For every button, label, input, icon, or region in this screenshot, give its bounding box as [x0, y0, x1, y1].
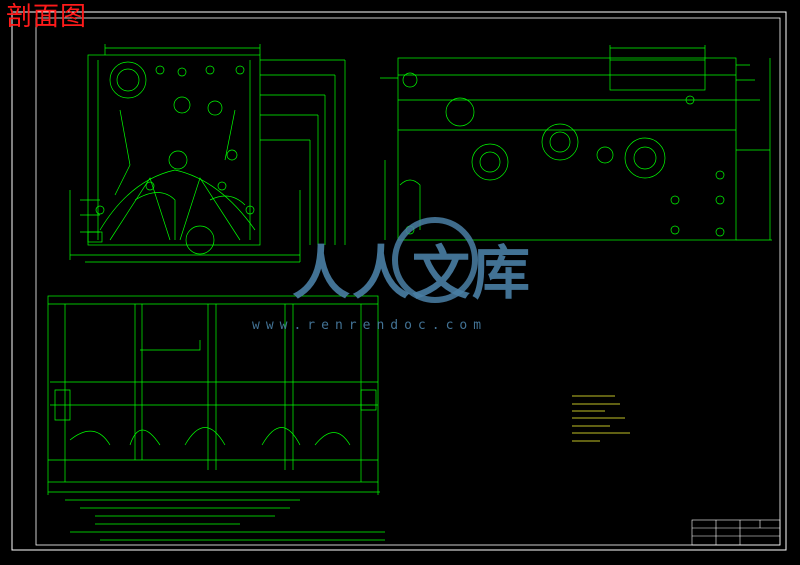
watermark-circle — [392, 217, 478, 303]
drawing-title: 剖面图 — [6, 2, 88, 32]
watermark-url: www.renrendoc.com — [252, 318, 488, 333]
technical-notes — [572, 395, 630, 442]
inner-frame — [35, 17, 781, 546]
title-block — [691, 519, 781, 546]
top-view — [380, 45, 772, 241]
front-view — [69, 44, 346, 263]
outer-frame — [11, 11, 787, 551]
section-view — [47, 295, 385, 541]
watermark-logo: 人人文库 — [292, 239, 533, 307]
